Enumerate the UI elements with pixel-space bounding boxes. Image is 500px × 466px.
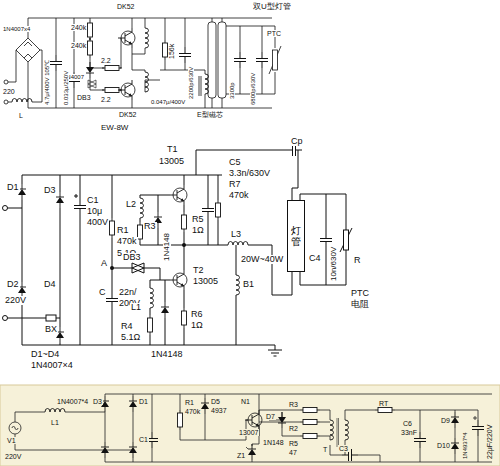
component-label: C3 — [338, 445, 349, 452]
component-label: Z1 — [236, 452, 246, 459]
component-label: 1N4007*4 — [56, 398, 89, 405]
component-label: R5 — [288, 440, 299, 447]
component-label: 156k — [168, 43, 175, 60]
component-label: 4937 — [210, 407, 228, 414]
component-label: 33nF — [400, 429, 418, 436]
component-label: R5 — [191, 215, 205, 224]
component-label: R — [353, 256, 362, 265]
component-label: C1 — [86, 196, 100, 205]
component-label: V1 — [6, 437, 17, 444]
component-label: 2.2 — [100, 57, 112, 64]
component-label: D2 — [6, 280, 20, 289]
component-label: D1 — [6, 183, 20, 192]
component-label: 22μF/220V — [486, 424, 493, 460]
component-label: D3 — [43, 186, 57, 195]
component-label: PTC — [350, 289, 370, 298]
lamp-tube: 灯管 — [287, 200, 305, 272]
component-label: 20W~40W — [240, 255, 284, 264]
component-label: 240k — [70, 24, 87, 31]
component-label: 0.047μ/400V — [150, 99, 186, 105]
component-label: 5.1Ω — [120, 333, 141, 342]
component-label: 双U型灯管 — [252, 3, 292, 11]
component-label: EW-8W — [100, 124, 129, 132]
component-label: L — [18, 112, 24, 119]
component-label: 220V — [4, 453, 22, 460]
component-label: D4 — [43, 280, 57, 289]
component-label: 电阻 — [350, 300, 370, 309]
component-label: 470k — [184, 408, 201, 415]
component-label: D9 — [440, 417, 451, 424]
component-label: BX — [44, 325, 58, 334]
component-label: DB3 — [76, 94, 92, 101]
component-label: 220 — [2, 88, 16, 95]
component-label: 1Ω — [190, 321, 204, 330]
component-label: 0.033μ/250V — [63, 70, 69, 106]
component-label: 400V — [86, 218, 109, 227]
component-label: R1 — [116, 226, 130, 235]
component-label: D3 — [92, 398, 103, 405]
component-label: 1N4148 — [150, 350, 184, 359]
component-label: 2.2 — [100, 96, 112, 103]
component-label: 22n/ — [118, 288, 138, 297]
component-label: T2 — [192, 266, 205, 275]
component-label: L1 — [130, 303, 142, 312]
component-label: D10 — [436, 442, 451, 449]
component-label: 1N4007×4 — [30, 361, 74, 370]
component-label: 240k — [70, 42, 87, 49]
component-label: E型磁芯 — [196, 111, 224, 118]
component-label: DK52 — [116, 3, 136, 10]
component-label: 1Ω — [191, 226, 205, 235]
component-label: D5 — [210, 398, 221, 405]
component-label: L2 — [125, 200, 137, 209]
component-label: R7 — [228, 180, 242, 189]
component-label: 220V — [4, 296, 27, 305]
component-label: D1 — [138, 398, 149, 405]
component-label: 1N4007x4 — [2, 26, 31, 32]
component-label: 10n/630V — [330, 246, 338, 282]
component-label: R1 — [184, 399, 195, 406]
component-label: B1 — [242, 280, 255, 289]
component-label: Cp — [290, 137, 304, 146]
component-label: 13005 — [158, 157, 185, 166]
component-label: R3 — [288, 401, 299, 408]
component-label: C4 — [308, 254, 322, 263]
component-label: 470k — [116, 237, 138, 246]
component-label: 47 — [288, 449, 298, 456]
component-label: 4.7μ/400V 105℃ — [44, 59, 50, 106]
component-label: 3.3n/630V — [228, 169, 271, 178]
component-label: A — [100, 259, 108, 268]
component-label: C — [98, 288, 107, 297]
component-label: 6800p/630V — [250, 72, 256, 106]
component-label: DB3 — [122, 253, 142, 262]
component-label: 13007 — [238, 429, 259, 436]
component-label: RT — [378, 400, 389, 407]
component-label: 470k — [228, 191, 250, 200]
component-label: R3 — [143, 222, 157, 231]
component-label: D1~D4 — [30, 350, 60, 359]
component-label: C6 — [402, 420, 413, 427]
component-label: C1 — [138, 436, 149, 443]
component-label: 10μ — [86, 207, 103, 216]
component-label: R6 — [190, 310, 204, 319]
component-label: 13005 — [192, 277, 219, 286]
component-label: L1 — [50, 419, 60, 426]
component-label: DK52 — [118, 111, 138, 118]
component-label: D7 — [265, 413, 276, 420]
component-label: C5 — [228, 158, 242, 167]
component-label: 1N4937*4 — [462, 431, 468, 460]
component-label: R4 — [120, 322, 134, 331]
component-label: R2 — [288, 425, 299, 432]
lamp-label: 灯管 — [291, 225, 301, 247]
component-label: 1N148 — [262, 439, 285, 446]
component-label: L3 — [230, 230, 242, 239]
component-label: 3300p — [229, 81, 235, 100]
component-label: 2200p/630V — [188, 66, 194, 100]
component-label: PTC — [266, 30, 282, 37]
component-label: 1N4148 — [163, 232, 171, 262]
component-label: T — [322, 446, 328, 453]
component-label: N1 — [240, 398, 251, 405]
component-label: T1 — [166, 145, 179, 154]
